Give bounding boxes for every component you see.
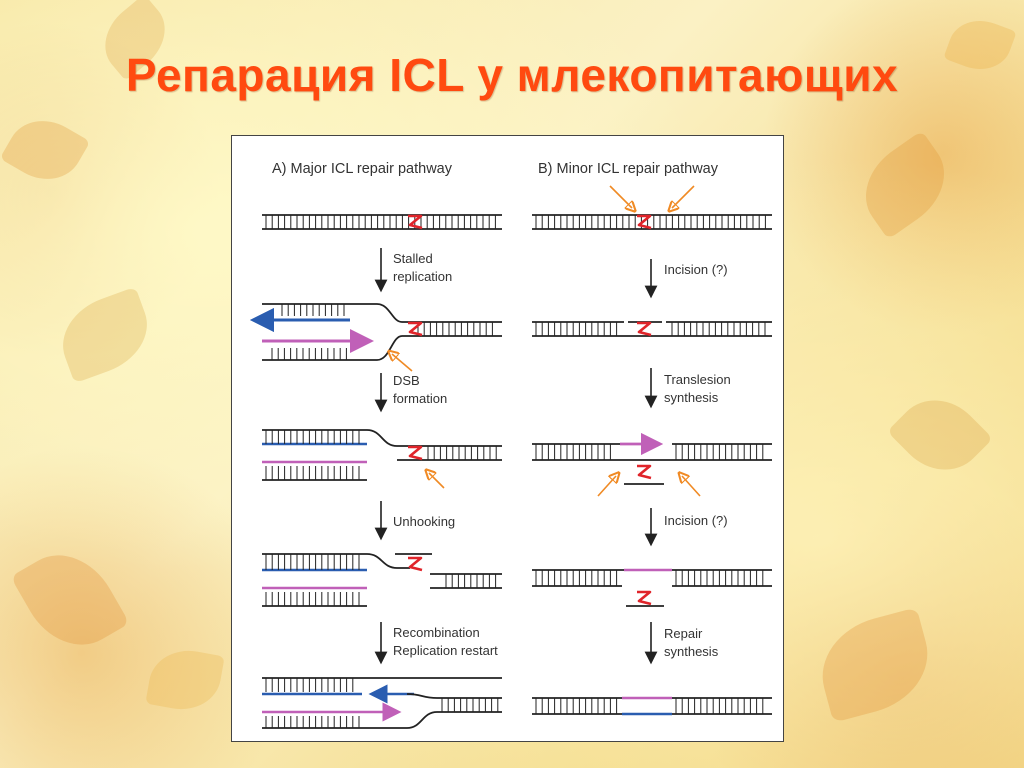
- background-leaf: [848, 131, 962, 240]
- interstrand-crosslink: [637, 466, 651, 478]
- interstrand-crosslink: [408, 558, 422, 570]
- incision-arrow: [429, 473, 444, 488]
- panel-b-header: B) Minor ICL repair pathway: [538, 161, 719, 177]
- panel-b-step-2-line-2: synthesis: [664, 390, 719, 405]
- interstrand-crosslink: [637, 216, 651, 228]
- a-row4-fork-top: [367, 554, 410, 568]
- panel-a-step-1-line-2: replication: [393, 269, 452, 284]
- panel-a-step-4-line-2: Replication restart: [393, 643, 498, 658]
- background-leaf: [0, 107, 90, 194]
- icl-repair-diagram: A) Major ICL repair pathway B) Minor ICL…: [232, 136, 785, 743]
- interstrand-crosslink: [637, 592, 651, 604]
- a-row5-fork: [262, 712, 502, 728]
- panel-b-step-1-line-1: Incision (?): [664, 262, 728, 277]
- background-leaf: [145, 644, 224, 715]
- a-row5-fork-top: [407, 694, 502, 698]
- panel-a-step-2-line-2: formation: [393, 391, 447, 406]
- panel-a-header: A) Major ICL repair pathway: [272, 161, 453, 177]
- slide-title: Репарация ICL у млекопитающих: [0, 48, 1024, 102]
- panel-a-step-3-line-1: Unhooking: [393, 514, 455, 529]
- background-leaf: [810, 607, 940, 722]
- panel-b-step-3-line-1: Incision (?): [664, 513, 728, 528]
- panel-a-step-1-line-1: Stalled: [393, 251, 433, 266]
- incision-arrow: [682, 476, 700, 496]
- panel-b-step-4-line-2: synthesis: [664, 644, 719, 659]
- incision-arrow: [598, 476, 616, 496]
- incision-arrow: [610, 186, 632, 208]
- interstrand-crosslink: [637, 323, 651, 335]
- panel-a-step-4-line-1: Recombination: [393, 625, 480, 640]
- panel-b-step-4-line-1: Repair: [664, 626, 703, 641]
- background-leaf: [887, 382, 993, 488]
- incision-arrow: [392, 354, 412, 371]
- panel-a-step-2-line-1: DSB: [393, 373, 420, 388]
- interstrand-crosslink: [408, 323, 422, 335]
- background-leaf: [51, 287, 160, 384]
- a-row3-fork-top: [367, 430, 502, 446]
- interstrand-crosslink: [408, 447, 422, 459]
- background-leaf: [10, 537, 129, 664]
- a-row2-fork-top: [377, 304, 502, 322]
- icl-repair-figure: A) Major ICL repair pathway B) Minor ICL…: [231, 135, 784, 742]
- incision-arrow: [672, 186, 694, 208]
- panel-b-step-2-line-1: Translesion: [664, 372, 731, 387]
